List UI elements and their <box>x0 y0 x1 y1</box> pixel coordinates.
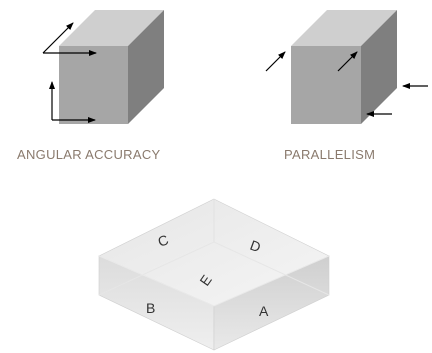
glass-slab: C D E B A <box>98 198 330 351</box>
face-label-a: A <box>259 303 269 319</box>
cube-side-face <box>128 10 164 124</box>
arrow-diagonal-left <box>265 51 286 72</box>
arrow-diagonal <box>42 22 74 54</box>
slab-inner-edge <box>213 241 330 296</box>
cube-front-face <box>59 46 128 124</box>
arrow-diagonal-front <box>337 51 358 72</box>
angular-arrows <box>42 22 97 123</box>
cube-top-face <box>291 10 397 46</box>
cube-side-face <box>361 10 397 124</box>
slab-diagonal <box>98 255 215 307</box>
slab-diagonal <box>213 255 330 307</box>
parallelism-arrows <box>265 51 428 117</box>
cube-top-face <box>59 10 164 46</box>
angular-accuracy-cube <box>59 10 164 124</box>
parallelism-cube <box>291 10 397 124</box>
caption-parallelism: PARALLELISM <box>284 147 376 162</box>
slab-inner-edge <box>98 241 215 296</box>
caption-angular-accuracy: ANGULAR ACCURACY <box>17 147 161 162</box>
face-label-b: B <box>146 300 155 316</box>
